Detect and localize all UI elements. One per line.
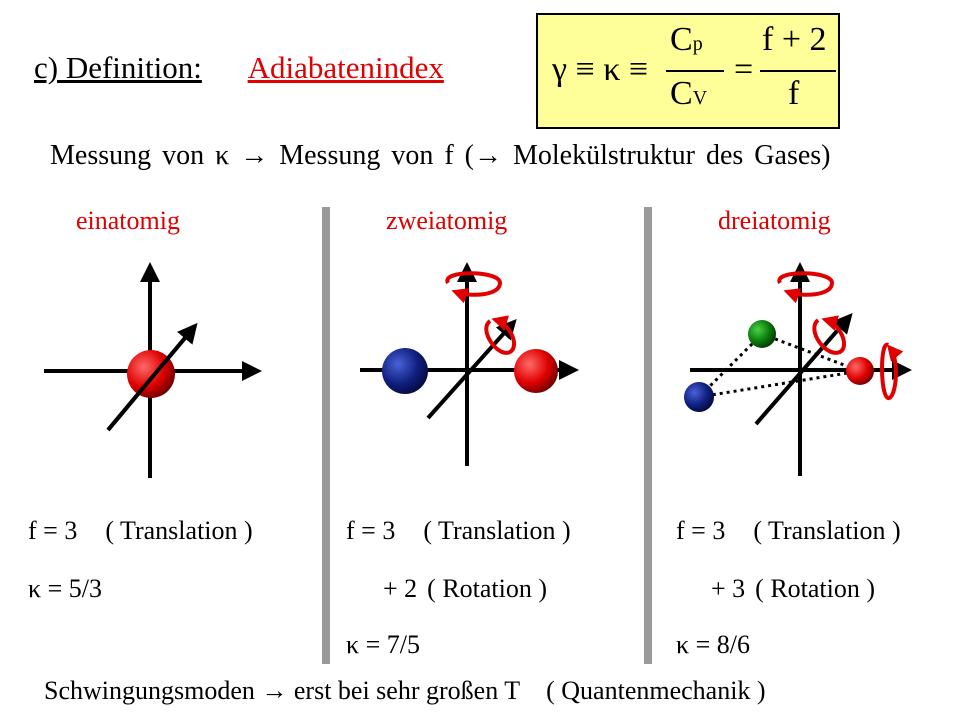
category-monatomic: einatomig [76,206,180,235]
di-kappa: κ = 7/5 [346,630,420,659]
fraction-bar-f [760,70,836,72]
section-heading: c) Definition: Adiabatenindex [34,50,444,86]
formula-box: γ ≡ κ ≡ Cp CV = f + 2 f [536,13,840,129]
mono-f-line: f = 3( Translation ) [28,516,253,545]
axis-y-di [426,319,517,420]
tri-rotation-line: + 3( Rotation ) [711,574,876,603]
footer-line: Schwingungsmoden → erst bei sehr großen … [44,676,766,705]
formula-cv: CV [670,75,708,112]
category-diatomic: zweiatomig [386,206,508,235]
tri-kappa: κ = 8/6 [676,630,750,659]
column-divider-1 [322,207,330,664]
atom-blue-di [382,348,428,394]
axis-y-tri [754,312,853,426]
atom-red-di [514,349,558,393]
atom-green-tri [748,320,776,348]
rotation-arrow-icon [445,271,516,355]
formula-equals: = [734,51,754,88]
column-divider-2 [644,207,652,664]
di-rotation-line: + 2( Rotation ) [383,574,548,603]
definition-label: c) Definition: [34,50,202,85]
formula-cp: Cp [670,21,703,58]
tri-f-line: f = 3( Translation ) [676,516,901,545]
triatomic-axes [690,262,912,476]
adiabatic-index-term: Adiabatenindex [247,50,444,85]
fraction-bar-c [666,70,724,72]
category-triatomic: dreiatomig [718,206,831,235]
atom-blue-tri [684,382,714,412]
mono-kappa: κ = 5/3 [28,574,102,603]
di-f-line: f = 3( Translation ) [346,516,571,545]
formula-f-num: f + 2 [762,21,827,58]
atom-red-tri [846,357,874,385]
measurement-line: Messung von κ → Messung von f (→ Molekül… [50,140,831,171]
rotation-arrows-tri-icon [777,271,904,400]
axis-y-mono-front [106,324,197,432]
formula-f-den: f [788,75,800,112]
formula-lhs: γ ≡ κ ≡ [552,51,649,88]
bond-lines [697,332,861,399]
